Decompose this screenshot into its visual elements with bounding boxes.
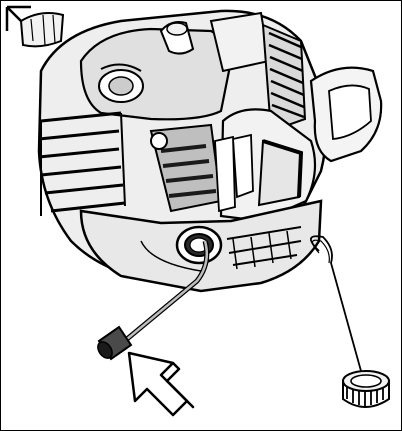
fuel-cap-icon (342, 370, 390, 408)
muffler-guard-icon (309, 66, 383, 163)
cap-strap-icon (310, 235, 362, 372)
front-fins-icon (38, 111, 126, 216)
fuel-filter-icon (97, 325, 133, 361)
pointer-arrow-icon (127, 351, 195, 417)
air-duct-icon (19, 12, 65, 48)
fuel-filler-neck-icon (175, 225, 223, 265)
recoil-starter-icon (214, 108, 317, 223)
cooling-fins-icon (261, 23, 307, 133)
